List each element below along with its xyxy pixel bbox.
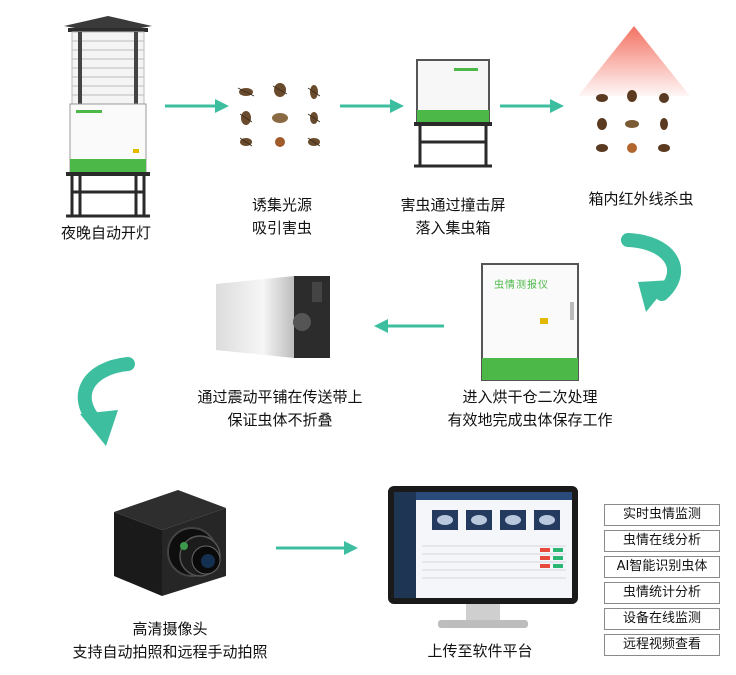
step-8-line-1: 上传至软件平台 [427,642,533,660]
flow-arrow-1 [165,99,229,113]
step-5-line-1: 进入烘干仓二次处理 [462,388,598,406]
step-6-line-2: 保证虫体不折叠 [227,411,333,429]
step-caption-4: 箱内红外线杀虫 [566,188,716,211]
hd-camera-image [114,490,226,596]
flow-arrow-3 [500,99,564,113]
software-platform-monitor [388,486,578,628]
infrared-kill-image [578,26,690,153]
step-7-line-2: 支持自动拍照和远程手动拍照 [72,643,268,661]
step-caption-8: 上传至软件平台 [400,640,560,663]
step-1-line-1: 夜晚自动开灯 [60,224,151,242]
curved-arrow-left [77,357,135,446]
feature-online-analysis: 虫情在线分析 [604,530,720,552]
feature-device-monitoring: 设备在线监测 [604,608,720,630]
step-caption-7: 高清摄像头 支持自动拍照和远程手动拍照 [40,618,300,664]
step-caption-5: 进入烘干仓二次处理 有效地完成虫体保存工作 [420,386,640,432]
step-5-line-2: 有效地完成虫体保存工作 [447,411,613,429]
feature-remote-video: 远程视频查看 [604,634,720,656]
insect-icon-grid [237,83,321,147]
step-6-line-1: 通过震动平铺在传送带上 [197,388,363,406]
device-label: 虫情测报仪 [494,280,549,291]
insect-collection-image [232,80,332,152]
step-2-line-1: 诱集光源 [251,196,312,214]
step-caption-2: 诱集光源 吸引害虫 [212,194,352,240]
step-2-line-2: 吸引害虫 [251,219,312,237]
step-3-line-2: 落入集虫箱 [415,219,491,237]
flow-arrow-5 [276,541,358,555]
step-3-line-1: 害虫通过撞击屏 [400,196,506,214]
step-7-line-1: 高清摄像头 [132,620,208,638]
flow-arrow-4 [374,319,444,333]
feature-realtime-monitoring: 实时虫情监测 [604,504,720,526]
insect-collection-box [414,59,492,168]
insect-lamp-device [64,16,152,218]
curved-arrow-right [621,233,681,312]
step-caption-1: 夜晚自动开灯 [36,222,176,245]
feature-statistics: 虫情统计分析 [604,582,720,604]
step-caption-3: 害虫通过撞击屏 落入集虫箱 [378,194,528,240]
conveyor-belt-image [216,276,330,358]
flow-arrow-2 [340,99,404,113]
drying-chamber-device [481,263,579,381]
step-4-line-1: 箱内红外线杀虫 [588,190,694,208]
step-caption-6: 通过震动平铺在传送带上 保证虫体不折叠 [160,386,400,432]
feature-ai-recognition: AI智能识别虫体 [604,556,720,578]
